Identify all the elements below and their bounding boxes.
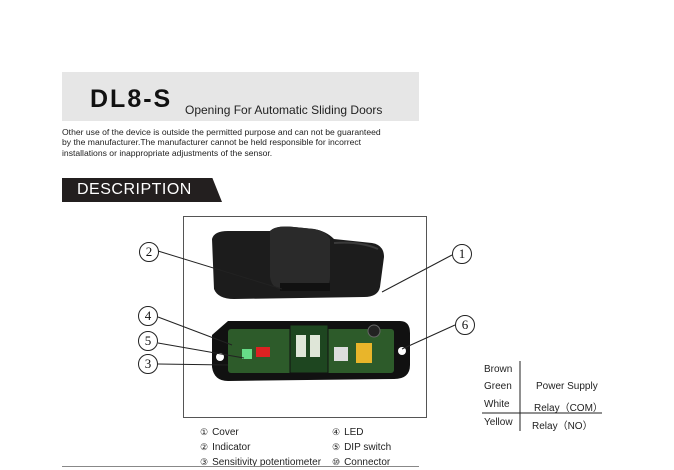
legend-label: DIP switch: [344, 442, 392, 453]
sensor-element: [310, 335, 320, 357]
callout-5: 5: [138, 331, 158, 351]
legend-number: ③: [200, 457, 209, 467]
legend-number: ①: [200, 427, 209, 437]
legend-number: ⑤: [332, 442, 341, 452]
relay-com-label: Relay（COM）: [534, 403, 603, 414]
dip-switch-shape: [256, 347, 270, 357]
section-heading: DESCRIPTION: [77, 181, 192, 198]
callout-1: 1: [452, 244, 472, 264]
footer-rule: [62, 466, 419, 467]
wire-color-brown: Brown: [484, 364, 513, 375]
callout-3: 3: [138, 354, 158, 374]
mount-hole: [216, 353, 224, 361]
legend-label: LED: [344, 427, 364, 438]
disclaimer-line: installations or inappropriate adjustmen…: [62, 147, 273, 158]
legend-number: ⑩: [332, 457, 341, 467]
mount-hole: [398, 347, 406, 355]
cover-window: [270, 226, 330, 289]
disclaimer-line: by the manufacturer.The manufacturer can…: [62, 137, 362, 148]
relay-no-label: Relay（NO）: [532, 421, 593, 432]
legend-label: Cover: [212, 427, 239, 438]
indicator-shape: [280, 283, 330, 291]
title-band: [62, 72, 419, 121]
capacitor-shape: [367, 324, 381, 338]
legend-number: ④: [332, 427, 341, 437]
section-heading-bar: [62, 178, 222, 202]
wire-color-green: Green: [484, 381, 512, 392]
connector-shape: [334, 347, 348, 361]
wire-color-yellow: Yellow: [484, 417, 513, 428]
wire-color-white: White: [484, 399, 510, 410]
potentiometer-shape: [242, 349, 252, 359]
legend-label: Indicator: [212, 442, 251, 453]
callout-6: 6: [455, 315, 475, 335]
wiring-lines: [482, 361, 602, 431]
model-name: DL8-S: [90, 85, 173, 113]
disclaimer-line: Other use of the device is outside the p…: [62, 127, 381, 137]
legend-number: ②: [200, 442, 209, 452]
relay-shape: [356, 343, 372, 363]
device-photo: [183, 216, 427, 418]
cover-edge: [333, 241, 379, 250]
callout-2: 2: [139, 242, 159, 262]
sensor-element: [296, 335, 306, 357]
wiring-table: Brown Green White Yellow Power Supply Re…: [478, 359, 618, 434]
device-illustration: [212, 226, 410, 381]
disclaimer-text: Other use of the device is outside the p…: [62, 127, 432, 158]
power-supply-label: Power Supply: [536, 381, 598, 392]
product-subtitle: Opening For Automatic Sliding Doors: [185, 103, 383, 117]
legend-label: Connector: [344, 457, 391, 468]
callout-4: 4: [138, 306, 158, 326]
sensor-module: [289, 324, 329, 374]
legend-label: Sensitivity potentiometer: [212, 457, 322, 468]
